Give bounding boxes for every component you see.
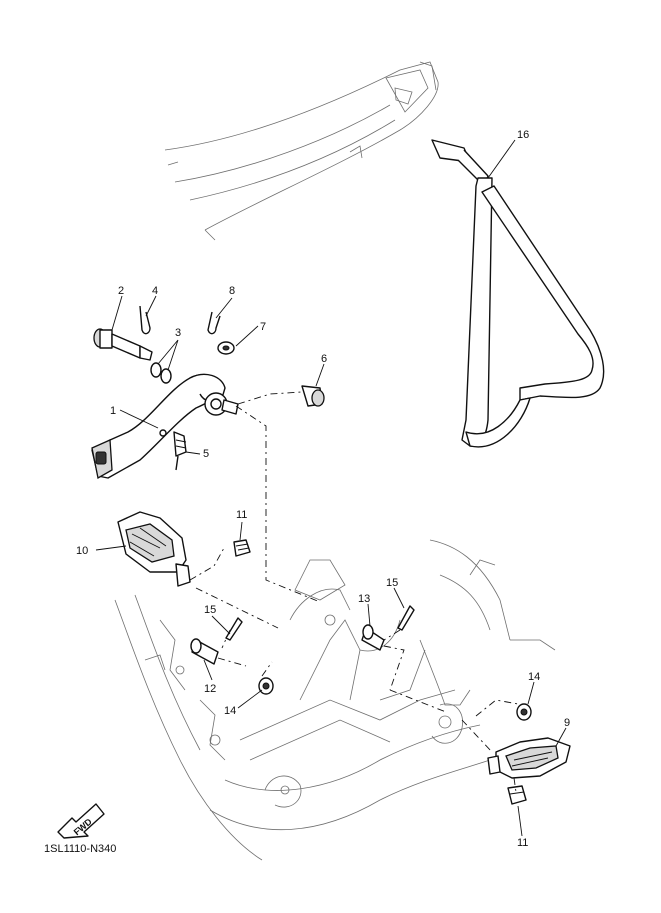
cotter-pin-15-left bbox=[225, 617, 243, 641]
washer-14-right bbox=[516, 703, 532, 721]
side-stand bbox=[431, 139, 605, 448]
callout-14-right: 14 bbox=[528, 671, 540, 683]
callout-1: 1 bbox=[110, 405, 116, 417]
callout-10: 10 bbox=[76, 545, 88, 557]
callout-7: 7 bbox=[260, 321, 266, 333]
rear-subframe bbox=[164, 61, 439, 241]
callout-labels: 16 2 4 8 3 7 6 1 5 11 10 15 13 15 12 14 … bbox=[76, 129, 570, 849]
callout-5: 5 bbox=[203, 448, 209, 460]
brake-return-spring bbox=[173, 431, 187, 471]
callout-3: 3 bbox=[175, 327, 181, 339]
callout-6: 6 bbox=[321, 353, 327, 365]
footrest-spring-11 bbox=[507, 785, 527, 805]
right-footrest bbox=[487, 737, 571, 779]
washer-7 bbox=[217, 341, 235, 355]
assembly-lines bbox=[189, 391, 519, 793]
pedal-shaft bbox=[93, 328, 153, 361]
callout-4: 4 bbox=[152, 285, 158, 297]
callout-9: 9 bbox=[564, 717, 570, 729]
callout-15-left: 15 bbox=[204, 604, 216, 616]
footrest-pin-13-right bbox=[361, 624, 385, 651]
callout-8: 8 bbox=[229, 285, 235, 297]
callout-13-right: 13 bbox=[358, 593, 370, 605]
brake-pedal bbox=[91, 373, 239, 480]
washer-14-left bbox=[258, 677, 274, 695]
fwd-arrow: FWD bbox=[57, 803, 105, 839]
callout-14-left: 14 bbox=[224, 705, 236, 717]
footrest-pin-13-left bbox=[190, 638, 219, 665]
o-rings bbox=[150, 362, 172, 384]
footrest-spring-12 bbox=[233, 539, 251, 557]
callout-11: 11 bbox=[517, 837, 528, 849]
main-frame bbox=[114, 539, 556, 861]
r-pin bbox=[139, 305, 151, 335]
callout-12: 11 bbox=[236, 509, 247, 521]
callout-2: 2 bbox=[118, 285, 124, 297]
left-footrest bbox=[117, 511, 191, 587]
cotter-pin-15-right bbox=[397, 605, 415, 631]
bolt-6 bbox=[301, 385, 325, 407]
callout-16: 16 bbox=[517, 129, 529, 141]
callout-13-left: 12 bbox=[204, 683, 216, 695]
leader-lines bbox=[95, 139, 567, 837]
diagram-code: 1SL1110-N340 bbox=[44, 843, 116, 855]
callout-15-right: 15 bbox=[386, 577, 398, 589]
